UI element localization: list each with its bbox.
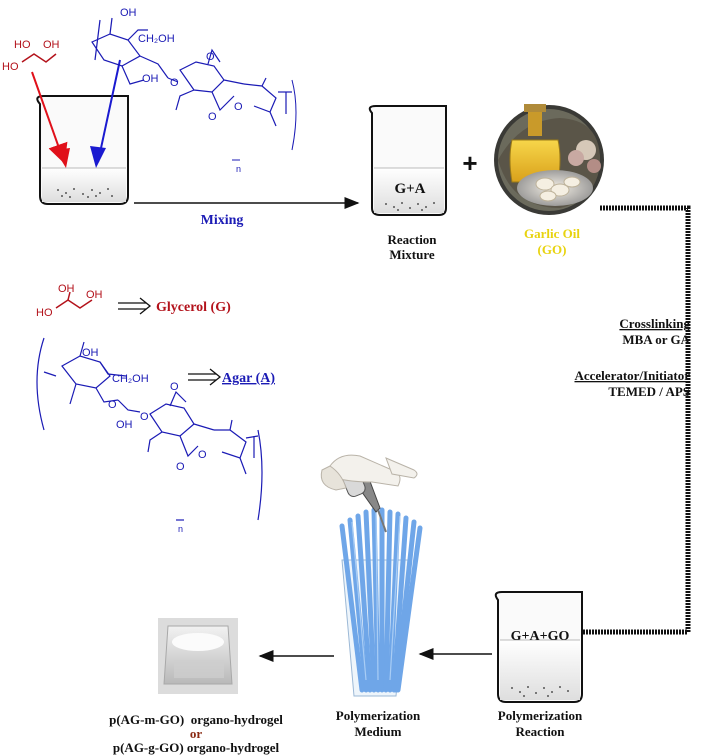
glycerol-legend-oh-1: OH — [58, 283, 75, 295]
agar-structure-legend — [36, 337, 263, 521]
garlic-oil-image — [494, 104, 604, 215]
glycerol-oh-label-1: OH — [43, 39, 60, 51]
glycerol-name: Glycerol (G) — [156, 300, 231, 315]
agar-o-top: O — [170, 77, 179, 89]
implies-arrow-glycerol — [118, 297, 152, 315]
beaker-polymerization-reaction — [494, 591, 583, 703]
agar-name: Agar (A) — [222, 371, 275, 386]
agar-o-ring-top: O — [206, 51, 215, 63]
agar-legend-o-2: O — [140, 411, 149, 423]
beaker-mixing — [36, 95, 129, 205]
accelerator-agents: TEMED / APS — [608, 384, 690, 399]
agar-structure-top — [91, 17, 297, 161]
glycerol-arrow — [31, 71, 70, 168]
accelerator-title: Accelerator/Initiator — [574, 368, 690, 383]
garlic-oil-label-2: (GO) — [538, 242, 567, 257]
agar-oh-top: OH — [120, 7, 137, 19]
agar-legend-o-ring: O — [170, 381, 179, 393]
plus-sign: + — [462, 148, 477, 178]
glycerol-legend-oh-2: OH — [86, 289, 103, 301]
reaction-mixture-label-2: Mixture — [389, 247, 434, 262]
hydrogel-image — [158, 618, 238, 694]
glycerol-structure-top — [21, 53, 57, 63]
agar-n-top: n — [236, 164, 241, 174]
agar-legend-o-4: O — [198, 449, 207, 461]
beaker-label-gago: G+A+GO — [511, 629, 570, 644]
glycerol-structure-legend — [55, 291, 93, 309]
mixing-label: Mixing — [201, 213, 244, 228]
crosslinking-agents: MBA or GA — [622, 332, 690, 347]
poly-medium-label-1: Polymerization — [336, 708, 421, 723]
beaker-reaction-mixture — [368, 105, 447, 216]
pipette-hand — [320, 454, 418, 533]
process-flow-line — [500, 205, 691, 640]
agar-legend-oh-2: OH — [116, 419, 133, 431]
straws-polymerization-medium — [339, 507, 423, 697]
glycerol-ho-label-1: HO — [14, 39, 31, 51]
glycerol-ho-label-2: HO — [2, 61, 19, 73]
agar-legend-n: n — [178, 524, 183, 534]
poly-reaction-label-1: Polymerization — [498, 708, 583, 723]
beaker-label-ga: G+A — [394, 181, 425, 197]
agar-ch2oh-top: CH₂OH — [138, 33, 175, 45]
agar-legend-o-1: O — [108, 399, 117, 411]
implies-arrow-agar — [188, 368, 222, 386]
crosslinking-title: Crosslinking — [619, 316, 690, 331]
garlic-oil-label-1: Garlic Oil — [524, 226, 580, 241]
product-label-2: p(AG-g-GO) organo-hydrogel — [113, 740, 280, 755]
agar-o-side-top: O — [234, 101, 243, 113]
agar-legend-o-3: O — [176, 461, 185, 473]
reaction-mixture-label-1: Reaction — [387, 232, 437, 247]
poly-reaction-label-2: Reaction — [515, 724, 565, 739]
agar-oh-top-2: OH — [142, 73, 159, 85]
agar-o-bottom-top: O — [208, 111, 217, 123]
poly-medium-label-2: Medium — [355, 724, 402, 739]
product-or-label: or — [190, 726, 203, 741]
agar-arrow — [90, 59, 121, 168]
agar-legend-ch2oh: CH₂OH — [112, 373, 149, 385]
agar-legend-oh-1: OH — [82, 347, 99, 359]
product-label-1: p(AG-m-GO) organo-hydrogel — [109, 712, 283, 727]
glycerol-legend-ho: HO — [36, 307, 53, 319]
